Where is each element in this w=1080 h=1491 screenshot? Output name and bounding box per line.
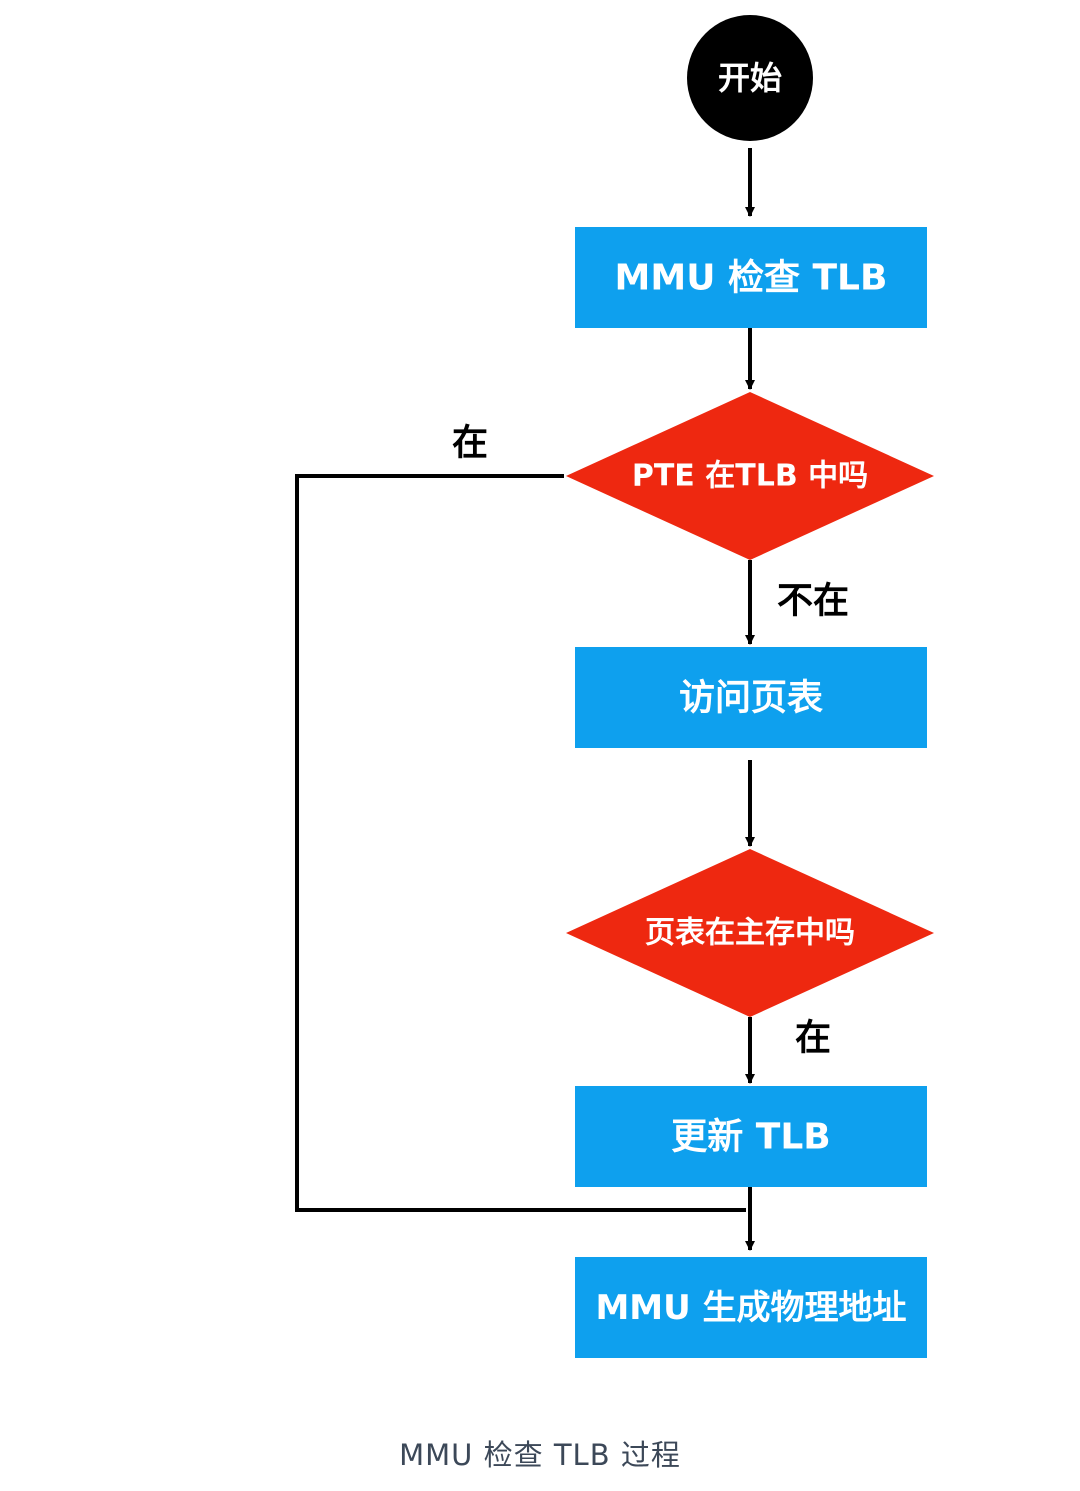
pte-in-tlb-decision <box>566 392 934 560</box>
pte-in-tlb-decision-label: PTE 在TLB 中吗 <box>632 459 868 494</box>
start-node <box>687 15 813 141</box>
edge-label-tlb-miss: 不在 <box>777 581 849 622</box>
generate-physical-address-node-label: MMU 生成物理地址 <box>595 1288 906 1328</box>
access-page-table-node <box>575 647 927 748</box>
update-tlb-node-label: 更新 TLB <box>671 1117 830 1158</box>
check-tlb-node-label: MMU 检查 TLB <box>615 258 888 299</box>
generate-physical-address-node <box>575 1257 927 1358</box>
check-tlb-node <box>575 227 927 328</box>
page-table-in-memory-decision <box>566 849 934 1017</box>
page-table-in-memory-decision-label: 页表在主存中吗 <box>645 916 855 951</box>
edge-label-tlb-hit: 在 <box>452 423 488 464</box>
access-page-table-node-label: 访问页表 <box>679 678 823 719</box>
start-node-label: 开始 <box>718 59 782 97</box>
edge-label-in-memory: 在 <box>795 1018 831 1059</box>
edge-tlb-hit-loop <box>295 474 746 1212</box>
update-tlb-node <box>575 1086 927 1187</box>
figure-caption: MMU 检查 TLB 过程 <box>399 1438 681 1472</box>
